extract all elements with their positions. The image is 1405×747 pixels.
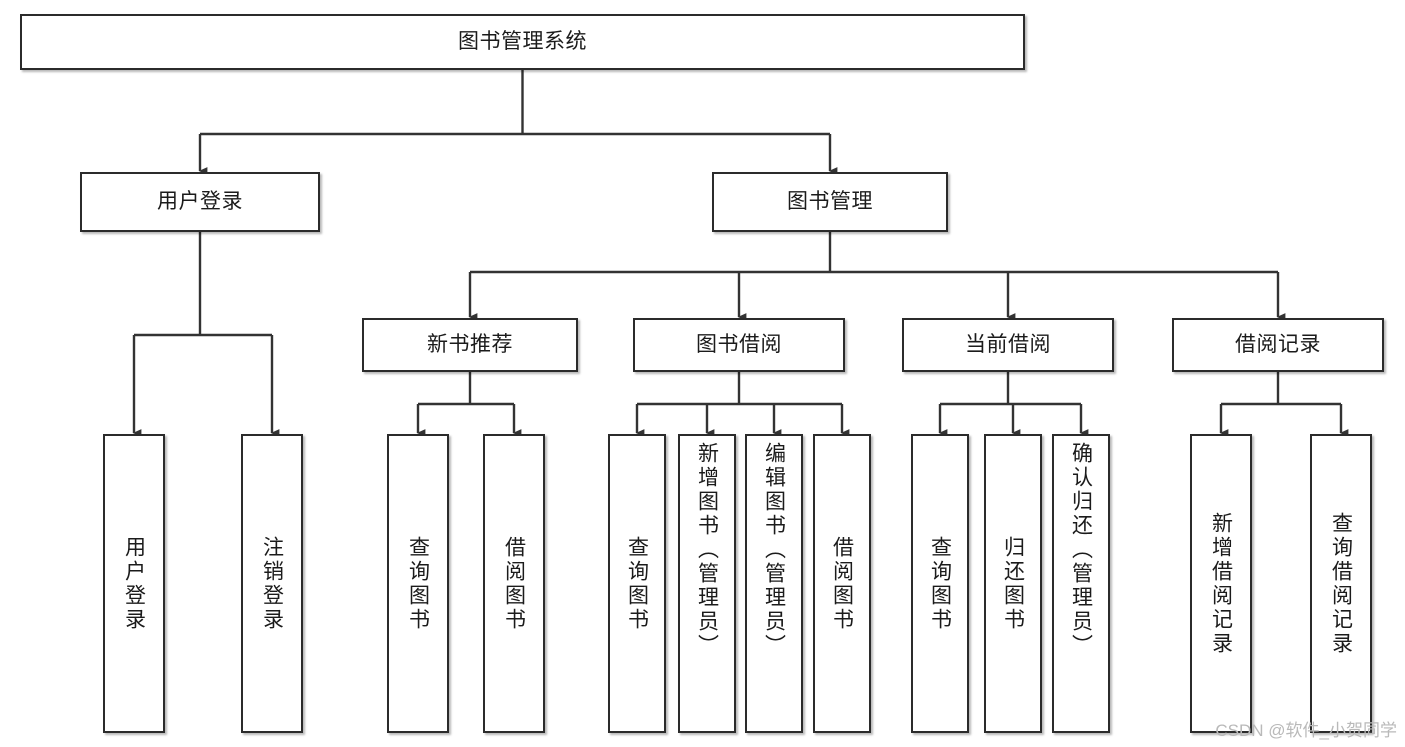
node-user-login[interactable]: 用户登录 <box>80 172 320 232</box>
leaf-borrow-book-recommend[interactable]: 借阅图书 <box>483 434 545 733</box>
node-current-borrow-label: 当前借阅 <box>965 332 1051 356</box>
leaf-user-login-label: 用户登录 <box>122 535 146 632</box>
leaf-borrow-book-label: 借阅图书 <box>830 535 854 632</box>
leaf-add-book-admin-label: 新增图书（管理员） <box>695 442 719 658</box>
leaf-query-book[interactable]: 查询图书 <box>608 434 666 733</box>
leaf-edit-book-admin-label: 编辑图书（管理员） <box>762 442 786 658</box>
leaf-logout[interactable]: 注销登录 <box>241 434 303 733</box>
leaf-edit-book-admin[interactable]: 编辑图书（管理员） <box>745 434 803 733</box>
node-book-management[interactable]: 图书管理 <box>712 172 948 232</box>
leaf-query-book-recommend[interactable]: 查询图书 <box>387 434 449 733</box>
node-new-book-recommend[interactable]: 新书推荐 <box>362 318 578 372</box>
watermark: CSDN @软件_小贺同学 <box>1215 721 1397 740</box>
leaf-return-book[interactable]: 归还图书 <box>984 434 1042 733</box>
node-borrow-record[interactable]: 借阅记录 <box>1172 318 1384 372</box>
leaf-borrow-book-recommend-label: 借阅图书 <box>502 535 526 632</box>
node-user-login-label: 用户登录 <box>157 189 243 213</box>
node-borrow-record-label: 借阅记录 <box>1235 332 1321 356</box>
node-book-borrow[interactable]: 图书借阅 <box>633 318 845 372</box>
node-book-borrow-label: 图书借阅 <box>696 332 782 356</box>
node-current-borrow[interactable]: 当前借阅 <box>902 318 1114 372</box>
leaf-confirm-return-admin[interactable]: 确认归还（管理员） <box>1052 434 1110 733</box>
leaf-logout-label: 注销登录 <box>260 535 284 632</box>
leaf-query-borrow-record-label: 查询借阅记录 <box>1329 511 1353 656</box>
node-new-book-recommend-label: 新书推荐 <box>427 332 513 356</box>
leaf-add-borrow-record[interactable]: 新增借阅记录 <box>1190 434 1252 733</box>
leaf-add-book-admin[interactable]: 新增图书（管理员） <box>678 434 736 733</box>
leaf-query-book-current[interactable]: 查询图书 <box>911 434 969 733</box>
leaf-return-book-label: 归还图书 <box>1001 535 1025 632</box>
leaf-query-book-recommend-label: 查询图书 <box>406 535 430 632</box>
leaf-user-login[interactable]: 用户登录 <box>103 434 165 733</box>
node-root-label: 图书管理系统 <box>458 29 587 53</box>
leaf-borrow-book[interactable]: 借阅图书 <box>813 434 871 733</box>
leaf-query-book-current-label: 查询图书 <box>928 535 952 632</box>
connector-lines <box>132 70 1349 437</box>
leaf-query-borrow-record[interactable]: 查询借阅记录 <box>1310 434 1372 733</box>
leaf-query-book-label: 查询图书 <box>625 535 649 632</box>
leaf-confirm-return-admin-label: 确认归还（管理员） <box>1069 442 1093 658</box>
node-root[interactable]: 图书管理系统 <box>20 14 1025 70</box>
node-book-management-label: 图书管理 <box>787 189 873 213</box>
leaf-add-borrow-record-label: 新增借阅记录 <box>1209 511 1233 656</box>
